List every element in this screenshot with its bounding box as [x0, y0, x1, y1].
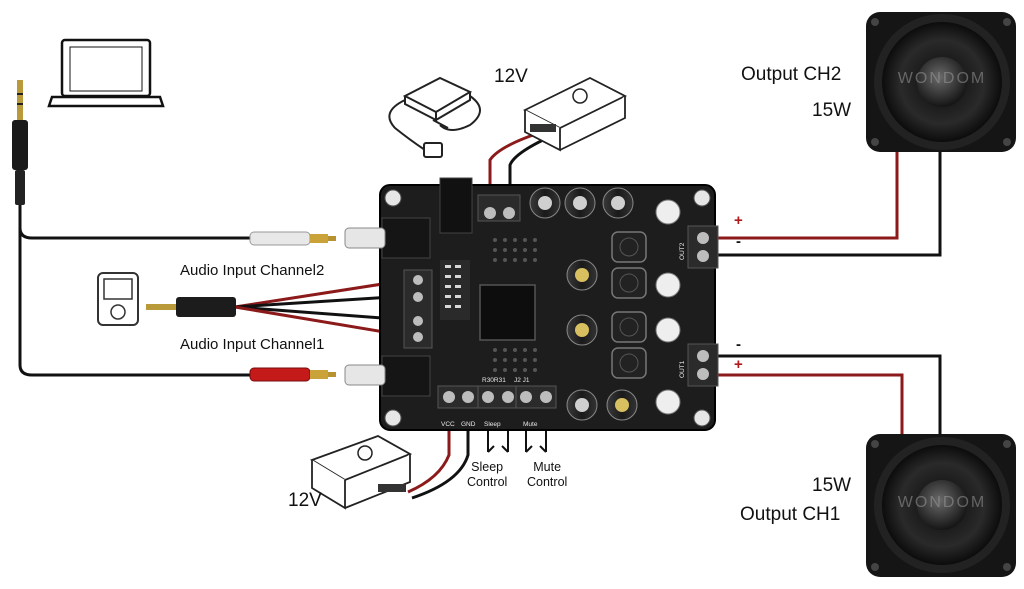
power-supply-top-icon — [522, 76, 628, 152]
speaker-ch2-icon: WONDOM — [866, 12, 1016, 152]
silk-mute: Mute — [523, 421, 538, 428]
power-terminal-bottom — [437, 385, 481, 409]
audio-jack-icon — [12, 80, 28, 205]
label-top-12v: 12V — [494, 66, 528, 87]
output-terminal-ch2 — [687, 225, 719, 269]
ch2-plus-wire — [718, 150, 899, 240]
capacitors — [529, 187, 638, 421]
ch2-minus-marker: - — [736, 233, 741, 250]
rca-socket-ch1 — [344, 355, 431, 397]
silk-j2j1: J2 J1 — [514, 377, 530, 384]
audio-input-terminal — [403, 269, 433, 349]
amplifier-board: VCC GND Sleep Mute R30R31 J2 J1 OUT2 OUT… — [344, 177, 719, 431]
sleep-terminal — [477, 385, 519, 409]
silk-gnd: GND — [461, 421, 476, 428]
label-mute-control: Mute Control — [527, 460, 568, 489]
inductors — [611, 231, 647, 379]
ch1-minus-wire — [718, 354, 942, 440]
rca-plug-red-icon — [249, 367, 336, 382]
ch2-minus-wire — [718, 150, 942, 257]
output-terminal-ch1 — [687, 343, 719, 387]
ch2-plus-marker: + — [734, 212, 743, 229]
mute-terminal — [515, 385, 557, 409]
audio-player-icon — [97, 272, 139, 326]
silk-out2: OUT2 — [679, 242, 686, 260]
bottom-psu-black-wire — [411, 402, 470, 500]
silk-vcc: VCC — [441, 421, 455, 428]
label-output-ch2: Output CH2 — [741, 64, 842, 85]
amplifier-chip — [479, 284, 536, 341]
speaker-ch2-brand: WONDOM — [898, 70, 986, 87]
input-cable-ch2 — [18, 205, 250, 240]
ch1-plus-marker: + — [734, 356, 743, 373]
player-jack-icon — [146, 297, 236, 317]
input-cable-ch1 — [18, 205, 250, 377]
power-supply-bottom-icon — [309, 435, 413, 510]
speaker-ch1-brand: WONDOM — [898, 494, 986, 511]
silk-r30r31: R30R31 — [482, 377, 506, 384]
power-adapter-icon — [388, 76, 481, 158]
label-output-ch2-power: 15W — [812, 100, 852, 121]
label-output-ch1-power: 15W — [812, 475, 852, 496]
bottom-psu-red-wire — [407, 402, 451, 494]
ch1-plus-wire — [718, 373, 904, 440]
label-bottom-12v: 12V — [288, 490, 322, 511]
label-audio-input-ch2: Audio Input Channel2 — [180, 262, 325, 279]
rca-socket-ch2 — [344, 217, 431, 259]
silk-out1: OUT1 — [679, 360, 686, 378]
label-audio-input-ch1: Audio Input Channel1 — [180, 336, 325, 353]
rca-plug-white-icon — [249, 231, 336, 246]
speaker-ch1-icon: WONDOM — [866, 434, 1016, 577]
label-output-ch1: Output CH1 — [740, 504, 841, 525]
laptop-icon — [47, 38, 165, 108]
silk-sleep: Sleep — [484, 421, 501, 428]
label-sleep-control: Sleep Control — [467, 460, 508, 489]
ch1-minus-marker: - — [736, 336, 741, 353]
